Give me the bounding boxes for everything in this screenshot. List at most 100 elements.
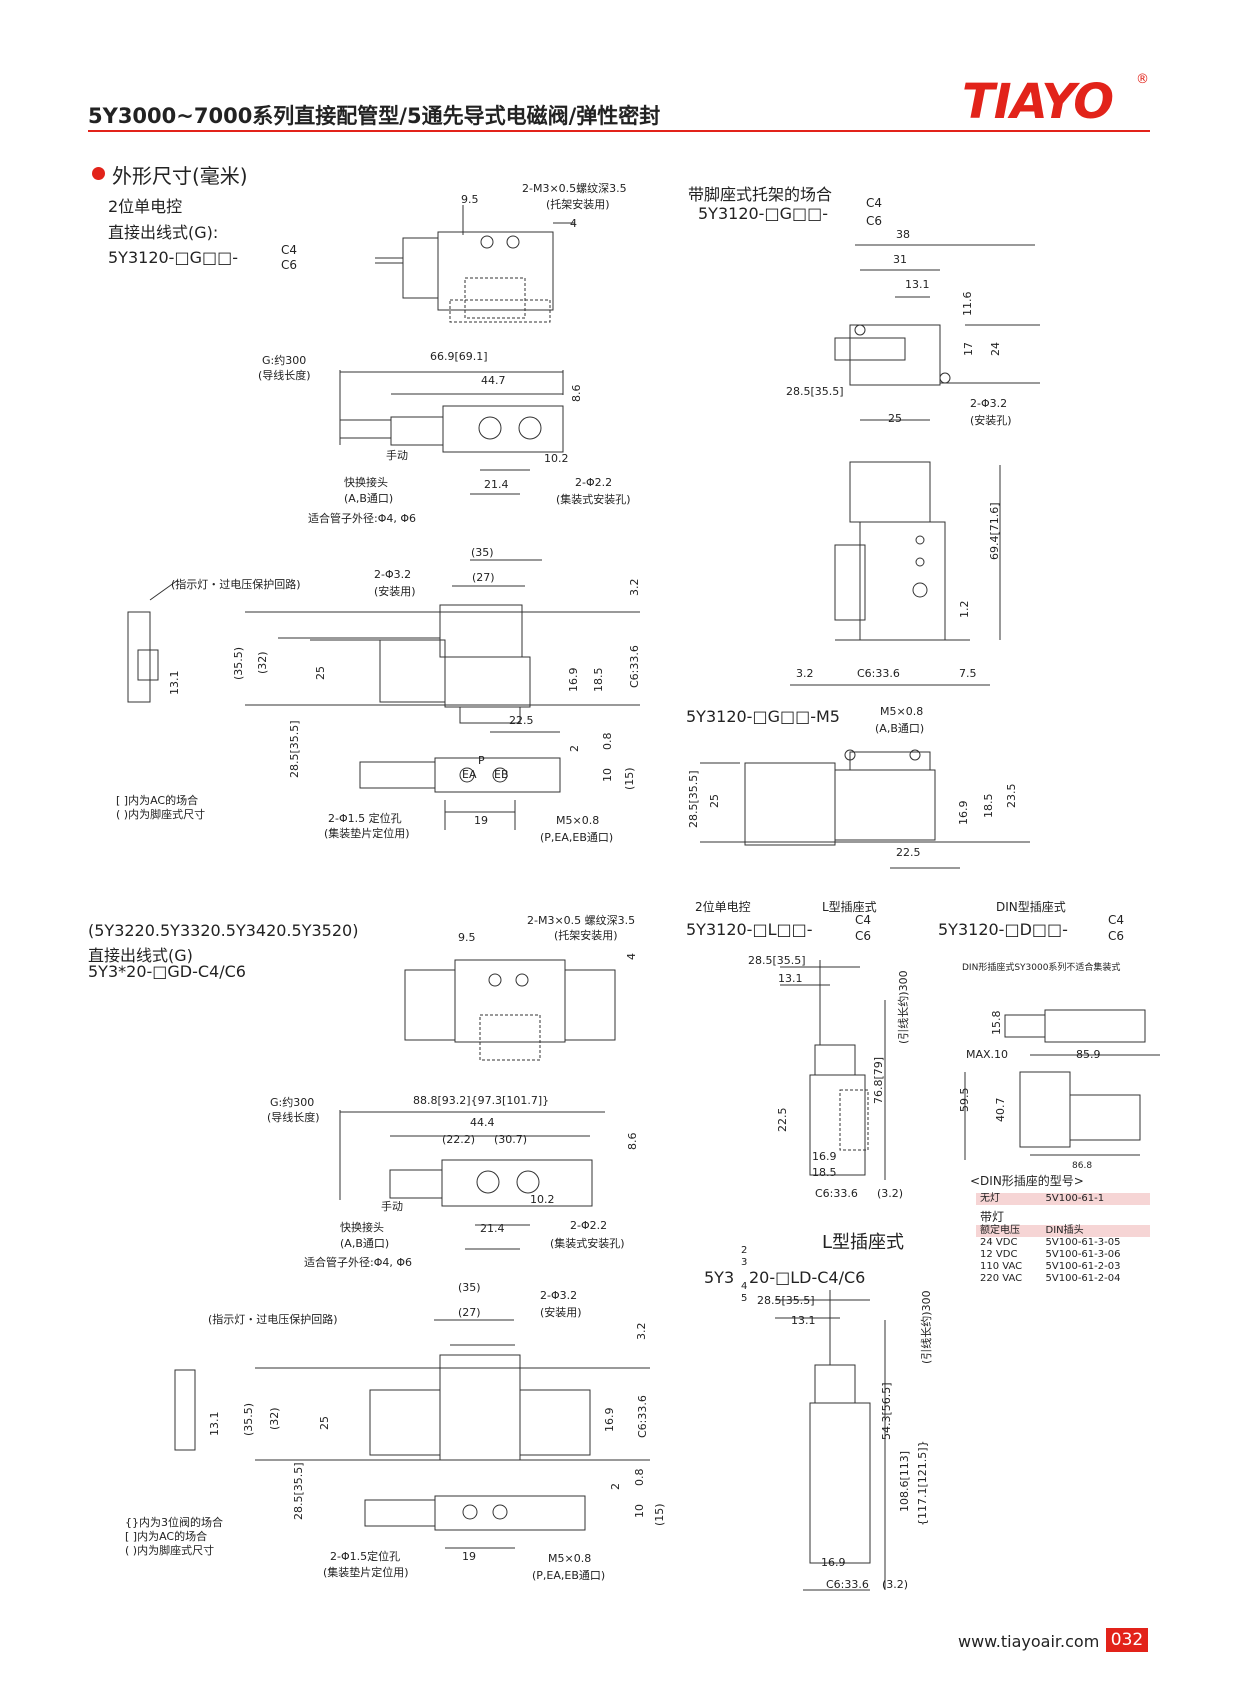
dim: C6:33.6 [628, 645, 641, 688]
dim: 2-Φ1.5 定位孔 [328, 812, 402, 825]
dim: 18.5 [812, 1166, 837, 1179]
table-row: 额定电压 DIN插头 [976, 1225, 1150, 1237]
dim: 2-M3×0.5螺纹深3.5 [522, 182, 627, 195]
dim: C6:33.6 [636, 1395, 649, 1438]
d4-model: 5Y3*20-□GD-C4/C6 [88, 962, 246, 981]
note: ( )内为脚座式尺寸 [125, 1544, 215, 1557]
d1-small-side [127, 579, 179, 703]
dim: M5×0.8 [880, 705, 924, 718]
dim: 快换接头 [344, 476, 388, 489]
din-table-caption: <DIN形插座的型号> [970, 1174, 1084, 1188]
dim: 17 [962, 342, 975, 356]
dim: (安装孔) [970, 414, 1012, 427]
dim: 手动 [381, 1200, 403, 1213]
dim: 15.8 [990, 1010, 1003, 1036]
dim: 44.7 [481, 374, 506, 387]
dim: 54.3[56.5] [880, 1382, 893, 1440]
note: {}内为3位阀的场合 [125, 1516, 223, 1529]
table-cell: 5V100-61-3-05 [1045, 1237, 1121, 1248]
d7-model-pre: 5Y3 [704, 1268, 735, 1287]
note: [ ]内为AC的场合 [125, 1530, 208, 1543]
dim: 1.2 [958, 600, 971, 619]
dim: 7.5 [959, 667, 977, 680]
d7-sup: 5 [741, 1293, 748, 1304]
dim: 18.5 [982, 793, 995, 819]
dim: M5×0.8 [556, 814, 600, 827]
dim: 88.8[93.2]{97.3[101.7]} [413, 1094, 550, 1107]
d1-c4: C4 [281, 243, 298, 257]
dim: 28.5[35.5] [748, 954, 806, 967]
d5-c6: C6 [855, 929, 872, 943]
table-cell: 220 VAC [980, 1273, 1023, 1284]
dim: (A,B通口) [340, 1237, 390, 1250]
dim: (30.7) [494, 1133, 528, 1146]
header-divider [88, 130, 1150, 132]
dim: (27) [472, 571, 495, 584]
dim: 11.6 [961, 291, 974, 317]
dim: 66.9[69.1] [430, 350, 488, 363]
page-title: 5Y3000~7000系列直接配管型/5通先导式电磁阀/弹性密封 [88, 104, 661, 128]
d6-c6: C6 [1108, 929, 1125, 943]
dim: 28.5[35.5] [757, 1294, 815, 1307]
table-cell: 5V100-61-2-04 [1045, 1273, 1121, 1284]
table-cell: 110 VAC [980, 1261, 1023, 1272]
dim: 2-M3×0.5 螺纹深3.5 [527, 914, 636, 927]
dim: (35) [458, 1281, 481, 1294]
dim: 86.8 [1072, 1161, 1093, 1171]
d2-c4: C4 [866, 196, 883, 210]
dim: 适合管子外径:Φ4, Φ6 [308, 512, 417, 525]
dim: 25 [888, 412, 902, 425]
dim: 0.8 [601, 732, 614, 751]
dim: (15) [623, 767, 636, 790]
d1-label-2: 直接出线式(G): [108, 223, 219, 242]
d7-sup: 4 [741, 1281, 748, 1292]
d5-label-1: 2位单电控 [695, 900, 751, 914]
dim: (35.5) [242, 1402, 255, 1436]
dim: 18.5 [592, 667, 605, 693]
d5-side [780, 960, 886, 1180]
note: [ ]内为AC的场合 [116, 794, 199, 807]
dim: 2-Φ2.2 [575, 476, 613, 489]
dim: 8.6 [570, 384, 583, 403]
d7-title: L型插座式 [822, 1232, 905, 1253]
d1-model: 5Y3120-□G□□- [108, 248, 238, 267]
dim: 4 [570, 217, 577, 230]
dim: P [478, 754, 485, 767]
dim: 3.2 [628, 578, 641, 597]
d1-c6: C6 [281, 258, 298, 272]
dim: 19 [462, 1550, 476, 1563]
d1-side-view [339, 370, 564, 495]
dim: 44.4 [470, 1116, 495, 1129]
d7-sup: 2 [741, 1245, 748, 1256]
table-cell: 5V100-61-1 [1041, 1193, 1150, 1205]
dim: 8.6 [626, 1132, 639, 1151]
dim: 2-Φ3.2 [540, 1289, 578, 1302]
dim: (集装式安装孔) [556, 493, 631, 506]
dim: (32) [268, 1407, 281, 1430]
d6-c4: C4 [1108, 913, 1125, 927]
dim: 22.5 [509, 714, 534, 727]
table-row: 220 VAC 5V100-61-2-04 [976, 1273, 1150, 1285]
dim: 16.9 [567, 667, 580, 693]
dim: 22.5 [896, 846, 921, 859]
dim: 3.2 [635, 1322, 648, 1341]
footer-url[interactable]: www.tiayoair.com [958, 1632, 1100, 1651]
dim: 10 [601, 768, 614, 782]
dim: 69.4[71.6] [988, 502, 1001, 560]
registered-mark: ® [1136, 72, 1149, 87]
d2-valve-side [790, 419, 1001, 686]
dim: 16.9 [812, 1150, 837, 1163]
dim: 手动 [386, 449, 408, 462]
dim: (A,B通口) [344, 492, 394, 505]
dim: 28.5[35.5] [292, 1462, 305, 1520]
dim: 13.1 [778, 972, 803, 985]
dim: 19 [474, 814, 488, 827]
d6-title: DIN型插座式 [996, 900, 1066, 914]
page-number: 032 [1106, 1628, 1148, 1652]
d7-sup: 3 [741, 1257, 748, 1268]
dim: (导线长度) [267, 1111, 320, 1124]
table-cell: 5V100-61-3-06 [1045, 1249, 1121, 1260]
d4-front-view [174, 1319, 650, 1461]
